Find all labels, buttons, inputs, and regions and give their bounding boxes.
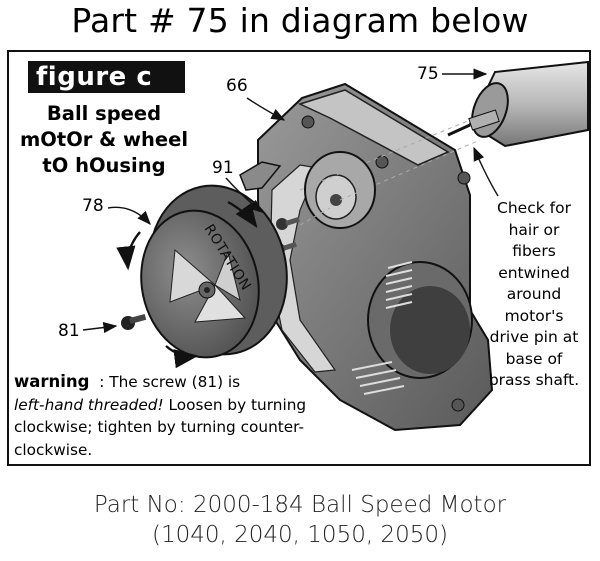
warning-text-2: Loosen by turning clockwise; tighten by … xyxy=(14,395,307,459)
warning-text-1: The screw (81) is xyxy=(109,373,241,391)
callout-75: 75 xyxy=(417,64,439,84)
callout-81: 81 xyxy=(58,321,80,341)
callout-66: 66 xyxy=(226,76,248,96)
note-line: motor's xyxy=(504,306,564,325)
figure-description-line: tO hOusing xyxy=(42,154,166,177)
warning-emphasis: left-hand threaded! xyxy=(14,395,164,414)
motor-part-75 xyxy=(299,60,589,226)
wheel-screw-part-81 xyxy=(121,313,147,330)
warning-note: warning : The screw (81) is left-hand thr… xyxy=(14,371,314,461)
warning-title: warning xyxy=(14,372,90,391)
note-line: brass shaft. xyxy=(488,371,580,389)
inspection-note: Check for hair or fibers entwined around… xyxy=(482,198,586,392)
figure-description-line: mOtOr & wheel xyxy=(19,128,189,151)
callout-91: 91 xyxy=(212,158,234,178)
callout-leaders xyxy=(82,68,499,334)
models-line: (1040, 2040, 1050, 2050) xyxy=(152,522,448,548)
figure-description-line: Ball speed xyxy=(46,102,162,125)
part-number-caption: Part No: 2000-184 Ball Speed Motor (1040… xyxy=(0,490,600,550)
rotation-arrows xyxy=(116,200,258,369)
note-line: around xyxy=(506,285,562,303)
note-line: drive pin at xyxy=(489,328,579,346)
figure-label: figure c xyxy=(28,61,185,93)
note-line: fibers xyxy=(512,242,556,260)
note-line: Check for xyxy=(497,199,571,217)
page-title: Part # 75 in diagram below xyxy=(71,1,529,40)
warning-colon: : xyxy=(89,373,110,391)
housing-part-66 xyxy=(239,82,494,432)
callout-78: 78 xyxy=(82,196,104,216)
figure-description: Ball speed mOtOr & wheel tO hOusing xyxy=(10,101,198,179)
note-line: hair or xyxy=(508,220,560,239)
part-number-line: Part No: 2000-184 Ball Speed Motor xyxy=(93,492,507,518)
note-line: base of xyxy=(505,349,563,368)
note-line: entwined xyxy=(498,263,570,282)
